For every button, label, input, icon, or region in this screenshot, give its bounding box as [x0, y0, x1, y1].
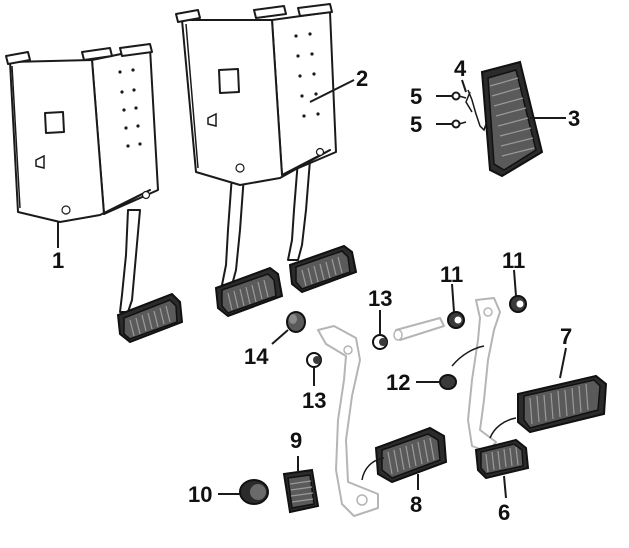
- callout-7: 7: [560, 324, 572, 349]
- callout-14: 14: [244, 344, 269, 369]
- bushing-right: [509, 295, 527, 313]
- callout-10: 10: [188, 482, 212, 507]
- nylon-bushing-lower: [306, 352, 322, 368]
- callout-2: 2: [356, 66, 368, 91]
- pedal-pad-cover: [282, 468, 320, 514]
- pedal-pad-large: [361, 426, 448, 484]
- callout-13-upper: 13: [368, 286, 392, 311]
- callout-12: 12: [386, 370, 410, 395]
- screw-lower: [451, 119, 467, 129]
- callout-9: 9: [290, 428, 302, 453]
- callout-4: 4: [454, 56, 467, 81]
- leader-lines: [57, 79, 567, 499]
- accelerator-clip: [465, 89, 487, 132]
- callout-5-upper: 5: [410, 84, 422, 109]
- stop-bumper: [439, 345, 485, 390]
- accelerator-pedal: [480, 60, 544, 178]
- callout-3: 3: [568, 106, 580, 131]
- pedal-bumper: [239, 479, 269, 505]
- callout-5-lower: 5: [410, 112, 422, 137]
- clutch-pedal-arm: [317, 325, 379, 517]
- callout-1: 1: [52, 248, 64, 273]
- pedal-bracket-assembly-dual: [175, 3, 358, 318]
- bushing-left: [447, 311, 465, 329]
- callout-labels: 1 2 3 4 5 5 6 7 8 9 10 11 11 12 13 13 14: [52, 56, 580, 525]
- callout-11-right: 11: [502, 248, 525, 273]
- pedal-pad-small: [474, 417, 530, 480]
- callout-6: 6: [498, 500, 510, 525]
- nylon-bushing-upper: [372, 334, 388, 350]
- callout-11-left: 11: [440, 262, 463, 287]
- pedal-bracket-assembly-single: [5, 43, 184, 344]
- brake-pedal-pad-wide: [517, 374, 608, 434]
- screw-upper: [451, 91, 467, 101]
- pedal-spacer: [286, 311, 306, 333]
- brake-pedal-arm: [467, 297, 501, 453]
- callout-13-lower: 13: [302, 388, 326, 413]
- pivot-shaft: [393, 317, 445, 341]
- callout-8: 8: [410, 492, 422, 517]
